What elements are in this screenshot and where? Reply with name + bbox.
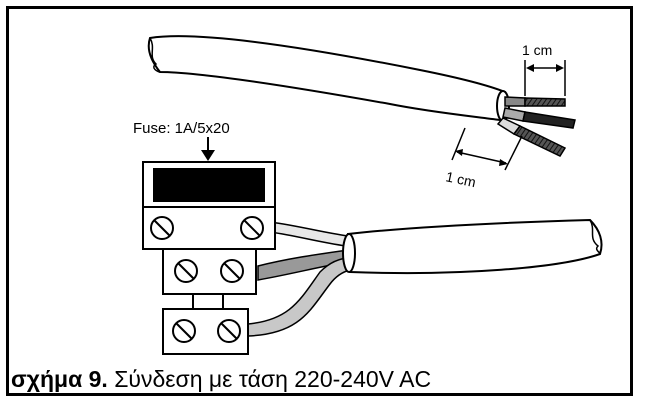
wire-earth xyxy=(269,221,349,247)
connected-cable xyxy=(247,218,603,337)
screw-icon xyxy=(174,259,198,283)
terminal-bridge xyxy=(192,293,224,310)
screw-icon xyxy=(217,319,241,343)
conductor-live xyxy=(504,96,566,107)
fuse-label: Fuse: 1A/5x20 xyxy=(133,120,230,137)
screw-icon xyxy=(172,319,196,343)
dimension-bottom xyxy=(451,127,523,171)
dimension-top-label: 1 cm xyxy=(522,42,552,58)
fuse-arrow xyxy=(201,137,215,161)
caption-number: σχήμα 9. xyxy=(11,366,108,392)
fuse-body xyxy=(153,168,265,202)
fuse-holder xyxy=(142,161,276,208)
conductor-neutral xyxy=(502,107,576,129)
cable-sheath-bottom xyxy=(346,218,603,275)
caption-text: Σύνδεση με τάση 220-240V AC xyxy=(114,366,432,392)
terminal-block-top xyxy=(142,206,276,250)
screw-icon xyxy=(240,216,264,240)
screw-icon xyxy=(150,216,174,240)
terminal-block-middle xyxy=(162,248,257,295)
cable-sheath-top xyxy=(147,35,507,122)
dimension-top xyxy=(524,60,566,96)
stripped-cable: 1 cm 1 cm xyxy=(147,35,576,190)
screw-icon xyxy=(220,259,244,283)
terminal-block-bottom xyxy=(162,308,249,355)
figure-caption: σχήμα 9. Σύνδεση με τάση 220-240V AC xyxy=(11,365,431,393)
conductor-earth xyxy=(496,117,567,157)
dimension-bottom-label: 1 cm xyxy=(444,168,477,190)
